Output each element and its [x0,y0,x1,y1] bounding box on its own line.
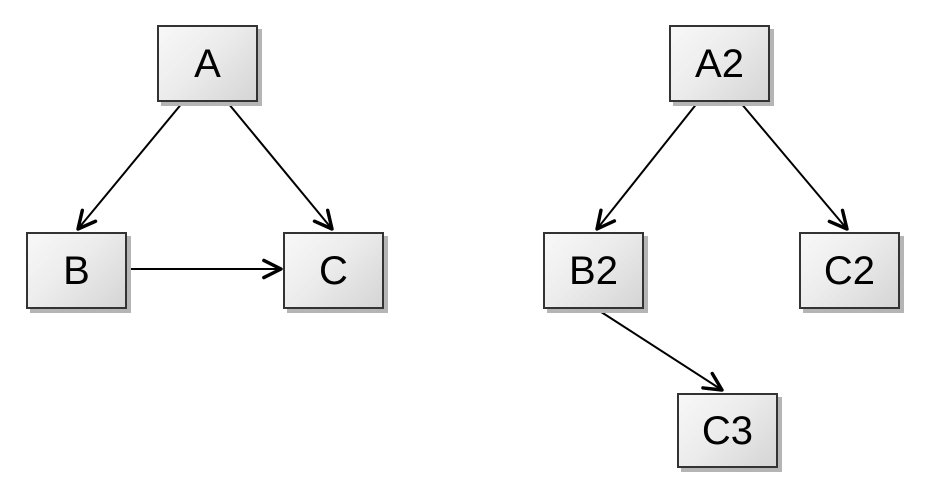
node-A2-label: A2 [695,41,744,86]
edge-A2-C2[interactable] [739,101,849,231]
edge-A-B[interactable] [76,101,184,231]
node-A[interactable]: A [157,25,258,102]
node-A2[interactable]: A2 [669,25,770,102]
node-B2-label: B2 [569,248,618,293]
edge-B2-C3[interactable] [594,307,724,392]
node-C-label: C [319,248,348,293]
node-B2[interactable]: B2 [543,232,644,309]
node-C2-label: C2 [823,248,876,293]
node-A-label: A [194,41,221,86]
edge-A2-B2[interactable] [595,101,699,231]
node-B-label: B [63,248,90,293]
node-C[interactable]: C [283,232,384,309]
node-B[interactable]: B [26,232,127,309]
edge-A-C[interactable] [227,102,334,231]
node-C3-label: C3 [701,408,754,453]
node-C3[interactable]: C3 [677,393,778,468]
node-C2[interactable]: C2 [799,232,900,309]
